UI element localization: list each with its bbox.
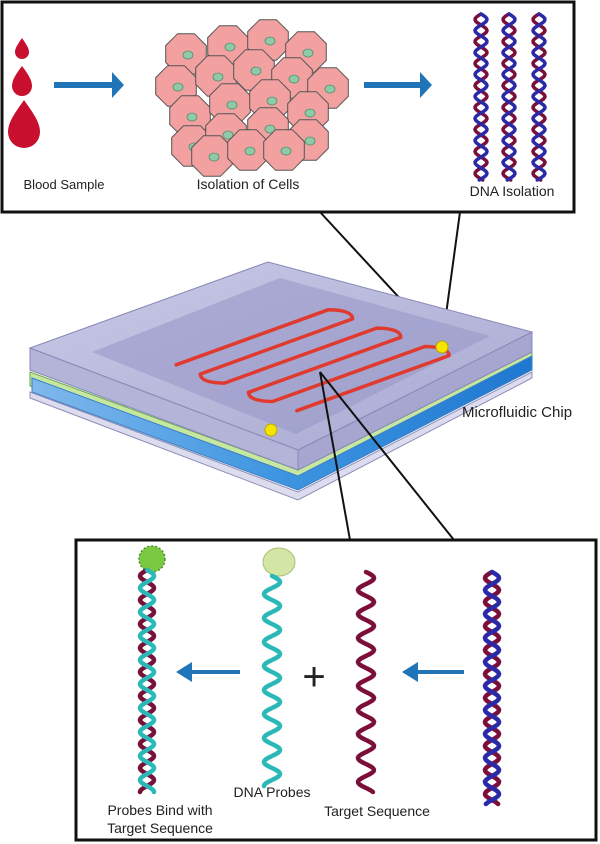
cell-nucleus (222, 130, 234, 140)
dna-isolation-label: DNA Isolation (470, 183, 555, 199)
bottom-panel: + DNA Probes Target Sequence Probes Bind… (74, 538, 598, 842)
cell-nucleus (264, 124, 276, 134)
microfluidic-chip-label: Microfluidic Chip (462, 404, 572, 421)
dna-helix-strand-a (473, 12, 489, 182)
cell-nucleus (324, 84, 336, 94)
double-strand-dna-strand-a (482, 569, 502, 807)
inlet-port (264, 423, 278, 437)
arrow-left-icon (176, 662, 240, 682)
isolation-of-cells-label: Isolation of Cells (197, 176, 300, 192)
probes-bind-label-line2: Target Sequence (107, 820, 213, 836)
cell-nucleus (304, 108, 316, 118)
serpentine-channel (174, 307, 451, 413)
bound-complex-strand-a (137, 567, 157, 795)
dna-strands-icon (137, 567, 502, 807)
outlet-port (435, 340, 449, 354)
free-probe-head-icon (262, 547, 296, 577)
arrow-right-icon (54, 72, 124, 98)
probes-bind-label-line1: Probes Bind with (107, 802, 212, 818)
cell-nucleus (208, 152, 220, 162)
cell-nucleus (226, 100, 238, 110)
blood-sample-label: Blood Sample (24, 177, 105, 192)
cell-nucleus (182, 50, 194, 60)
bottom-connector-lines (319, 371, 455, 541)
cell-nucleus (288, 74, 300, 84)
bound-probe-head-icon (138, 545, 166, 573)
bottom-panel-frame (74, 538, 598, 842)
chip-blue-layer (31, 355, 533, 491)
dna-helix-strand-b (531, 12, 547, 182)
cell-nucleus (266, 96, 278, 106)
dna-probes-label: DNA Probes (233, 784, 310, 800)
dna-helix-strand-b (473, 12, 489, 182)
top-panel: Blood Sample Isolation of Cells DNA Isol… (0, 0, 576, 214)
blood-drops-icon (8, 38, 40, 148)
dna-helix-strand-a (531, 12, 547, 182)
cell-nucleus (224, 42, 236, 52)
cells-cluster-icon (155, 19, 349, 177)
target-sequence-strand-a (355, 569, 377, 795)
cell-nucleus (264, 36, 276, 46)
chip-base-layer (29, 371, 533, 501)
cell-nucleus (186, 112, 198, 122)
cell-nucleus (304, 136, 316, 146)
cell-nucleus (280, 146, 292, 156)
cell-nucleus (244, 146, 256, 156)
cell-nucleus (172, 82, 184, 92)
dna-helix-strand-a (501, 12, 517, 182)
cell-nucleus (250, 66, 262, 76)
cell-nucleus (302, 48, 314, 58)
arrow-right-icon (364, 72, 432, 98)
plus-sign: + (302, 655, 325, 699)
chip-inner-area (92, 278, 490, 434)
dna-probe-strand-a (261, 573, 283, 789)
target-sequence-label: Target Sequence (324, 803, 430, 819)
dna-helices-icon (473, 12, 547, 182)
cell-nucleus (212, 72, 224, 82)
microfluidic-chip: Microfluidic Chip (28, 261, 572, 501)
double-strand-dna-strand-b (482, 569, 502, 807)
dna-helix-strand-b (501, 12, 517, 182)
arrow-left-icon (402, 662, 464, 682)
